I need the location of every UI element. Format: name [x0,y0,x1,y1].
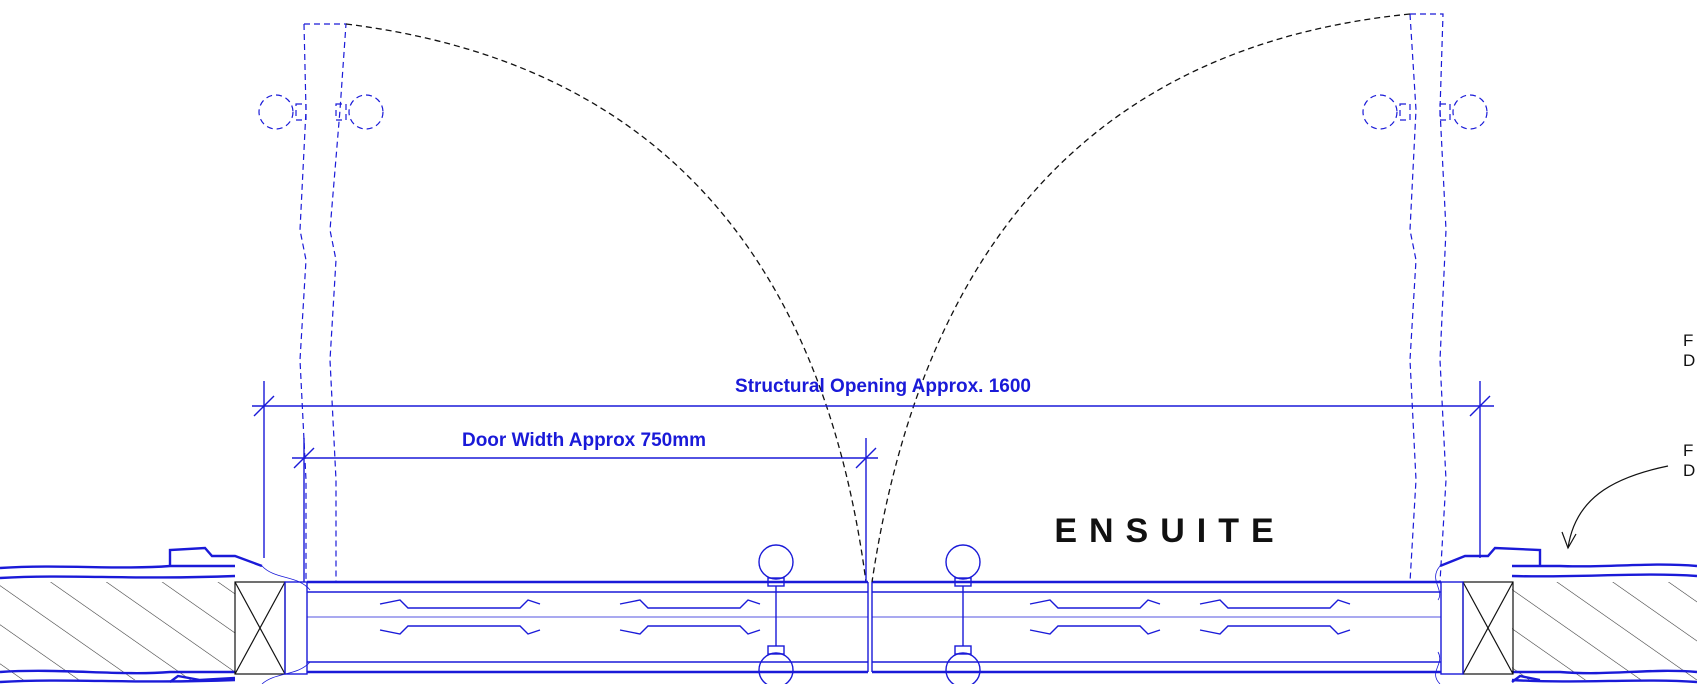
door-leaf-left-open [258,23,384,582]
note-1-line-1: F [1683,331,1693,350]
right-wall [1435,546,1697,684]
door-knob-left [758,544,794,684]
door-leaf-right [871,580,1441,674]
door-swing-arc-left [345,23,867,583]
note-1-line-2: D [1683,351,1695,370]
door-leaf-left [307,580,869,674]
dimension-door-width [292,438,878,582]
left-wall [0,546,311,684]
door-width-label: Door Width Approx 750mm [462,430,706,451]
door-leaf-right-open [1362,13,1488,583]
note-2-line-1: F [1683,441,1693,460]
room-label-ensuite: ENSUITE [1054,512,1285,550]
note-2-line-2: D [1683,461,1695,480]
door-knob-right [945,544,981,684]
note-leader-arrow [1561,531,1577,550]
structural-opening-label: Structural Opening Approx. 1600 [735,376,1031,397]
door-swing-arc-right [871,13,1411,583]
dimension-structural-opening [252,381,1494,558]
note-leader [1567,465,1669,549]
